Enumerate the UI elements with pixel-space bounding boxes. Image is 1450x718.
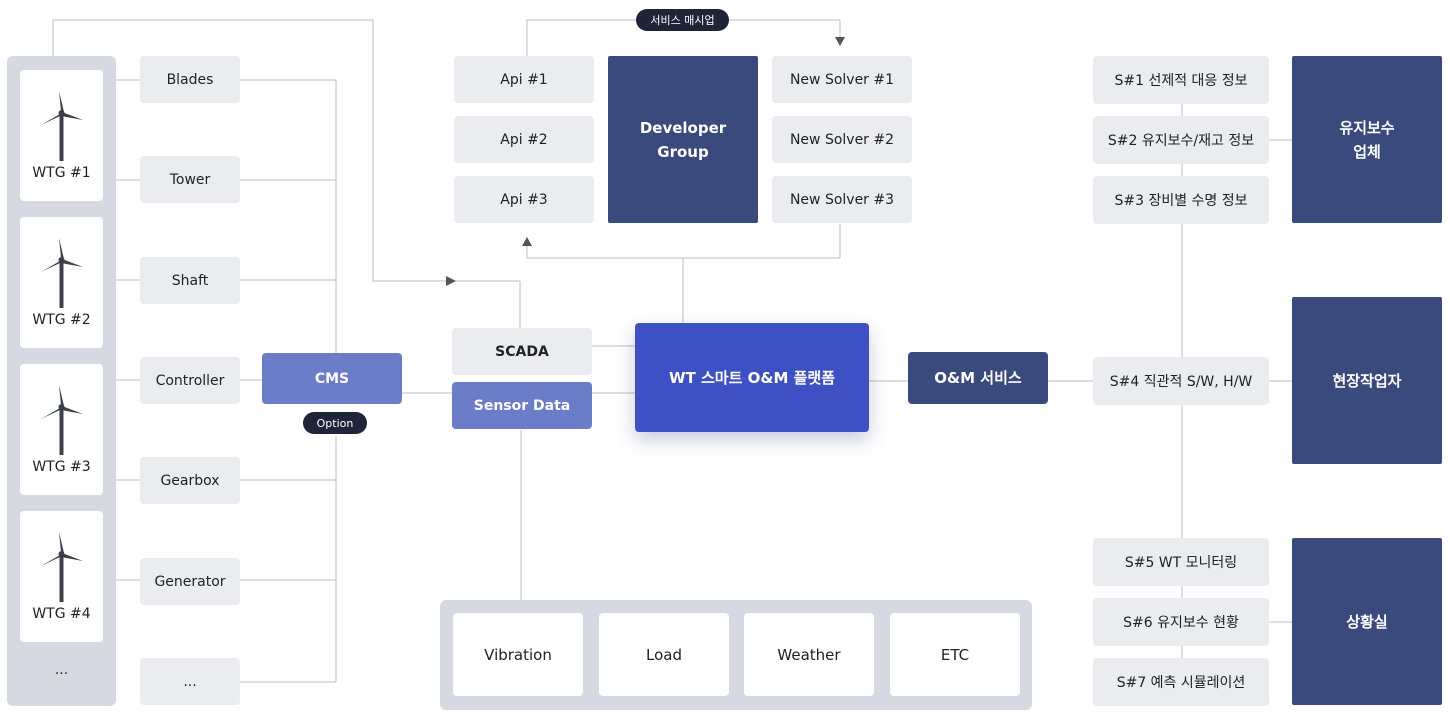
wind-turbine-icon — [40, 91, 83, 161]
turbine-label: WTG #3 — [32, 459, 91, 475]
turbine-card-1: WTG #1 — [20, 70, 103, 201]
wind-turbine-icon — [40, 238, 83, 308]
api-box-2: Api #2 — [454, 116, 594, 163]
arrow-right-icon — [446, 276, 456, 286]
developer-group-box: Developer Group — [608, 56, 758, 223]
service-s5: S#5 WT 모니터링 — [1093, 538, 1269, 586]
sensor-type-vibration: Vibration — [453, 613, 583, 696]
arrow-down-icon — [835, 37, 845, 46]
component-shaft: Shaft — [140, 257, 240, 304]
turbine-card-3: WTG #3 — [20, 364, 103, 495]
target-field-worker: 현장작업자 — [1292, 297, 1442, 464]
service-s1: S#1 선제적 대응 정보 — [1093, 56, 1269, 104]
cms-box: CMS — [262, 353, 402, 404]
target-maintenance-company: 유지보수 업체 — [1292, 56, 1442, 223]
solver-box-2: New Solver #2 — [772, 116, 912, 163]
service-s7: S#7 예측 시뮬레이션 — [1093, 658, 1269, 706]
sensor-type-load: Load — [599, 613, 729, 696]
arrow-up-icon — [522, 237, 532, 246]
component-more: ... — [140, 658, 240, 705]
service-s2: S#2 유지보수/재고 정보 — [1093, 116, 1269, 164]
service-s3: S#3 장비별 수명 정보 — [1093, 176, 1269, 224]
turbine-label: WTG #4 — [32, 606, 91, 622]
om-service-box: O&M 서비스 — [908, 352, 1048, 404]
solver-box-1: New Solver #1 — [772, 56, 912, 103]
wind-turbine-icon — [40, 532, 83, 602]
turbine-label: WTG #1 — [32, 165, 91, 181]
platform-box: WT 스마트 O&M 플랫폼 — [635, 323, 869, 432]
api-box-1: Api #1 — [454, 56, 594, 103]
component-generator: Generator — [140, 558, 240, 605]
service-s4: S#4 직관적 S/W, H/W — [1093, 357, 1269, 405]
api-box-3: Api #3 — [454, 176, 594, 223]
component-controller: Controller — [140, 357, 240, 404]
service-s6: S#6 유지보수 현황 — [1093, 598, 1269, 646]
target-control-room: 상황실 — [1292, 538, 1442, 705]
wind-turbine-icon — [40, 385, 83, 455]
turbine-label: WTG #2 — [32, 312, 91, 328]
turbine-more: ... — [54, 662, 69, 678]
sensor-type-weather: Weather — [744, 613, 874, 696]
service-mashup-pill: 서비스 매시업 — [636, 9, 729, 31]
option-pill: Option — [303, 412, 367, 434]
scada-box: SCADA — [452, 328, 592, 375]
turbine-card-2: WTG #2 — [20, 217, 103, 348]
solver-box-3: New Solver #3 — [772, 176, 912, 223]
component-tower: Tower — [140, 156, 240, 203]
sensor-data-box: Sensor Data — [452, 382, 592, 429]
component-blades: Blades — [140, 56, 240, 103]
component-gearbox: Gearbox — [140, 457, 240, 504]
sensor-type-etc: ETC — [890, 613, 1020, 696]
turbine-card-4: WTG #4 — [20, 511, 103, 642]
